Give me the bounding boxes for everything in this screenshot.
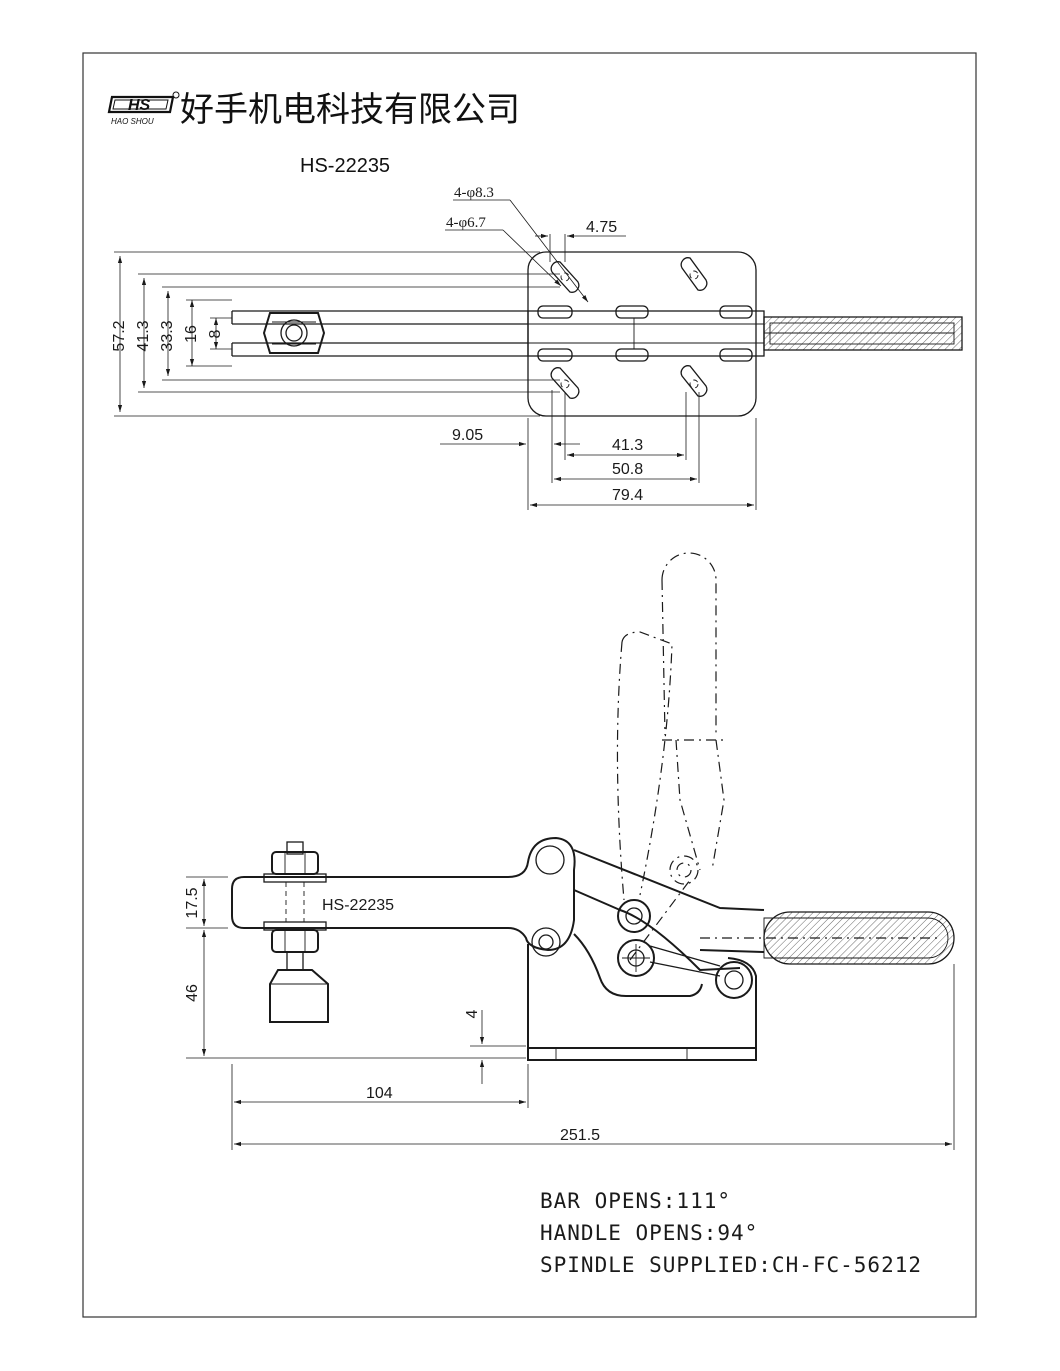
spindle-nut [262,312,326,354]
clamp-bar [231,836,576,952]
company-logo: HS HAO SHOU [107,91,180,126]
dim-17-5: 17.5 [184,887,201,918]
dim-251-5: 251.5 [560,1127,600,1144]
dim-8: 8 [207,329,224,338]
note-bar-opens: BAR OPENS:111° [540,1189,731,1213]
dim-57-2: 57.2 [111,320,128,351]
clamp-base [527,944,757,1049]
mounting-slot [550,261,580,293]
dim-79-4: 79.4 [612,487,643,504]
top-view: 57.2 41.3 33.3 16 8 4-φ8.3 4-φ6.7 4.75 9… [111,185,963,510]
logo-subtitle: HAO SHOU [111,117,154,126]
mounting-slot [680,365,708,397]
handle-open-position [616,552,725,961]
dim-41-3-vertical: 41.3 [135,320,152,351]
mounting-slot [550,367,580,399]
callout-hole-small: 4-φ6.7 [446,215,486,231]
note-spindle-supplied: SPINDLE SUPPLIED:CH-FC-56212 [540,1253,922,1277]
spindle [263,841,329,1023]
side-view: HS-22235 [184,552,955,1150]
company-name: 好手机电科技有限公司 [180,90,520,130]
spec-notes: BAR OPENS:111° HANDLE OPENS:94° SPINDLE … [540,1189,922,1277]
dim-41-3-horizontal: 41.3 [612,437,643,454]
note-handle-opens: HANDLE OPENS:94° [540,1221,758,1245]
dim-104: 104 [366,1085,393,1102]
drawing-frame [82,52,977,1318]
callout-hole-large: 4-φ8.3 [454,185,494,201]
logo-mark: HS [128,97,151,114]
dim-4: 4 [464,1009,481,1018]
top-view-model: HS-22235 [300,155,390,177]
dim-33-3: 33.3 [159,320,176,351]
dim-46: 46 [184,984,201,1002]
dim-4-75: 4.75 [586,219,617,236]
side-view-model: HS-22235 [322,897,394,914]
base-plate [527,251,757,417]
mounting-slot [680,257,708,291]
dim-50-8: 50.8 [612,461,643,478]
handle-grip [763,316,963,351]
dim-16: 16 [183,325,200,343]
dim-9-05: 9.05 [452,427,483,444]
